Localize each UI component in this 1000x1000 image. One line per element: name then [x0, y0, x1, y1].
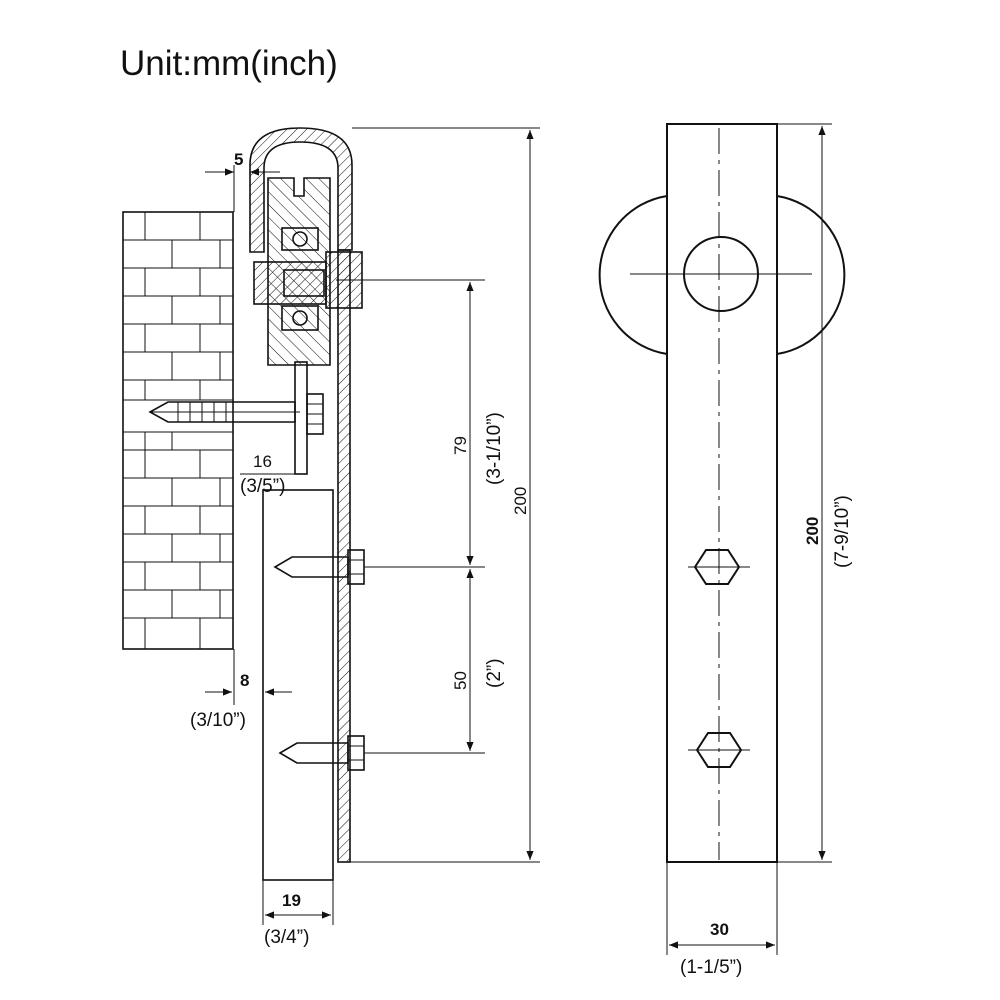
door-bolt-lower	[278, 735, 365, 771]
dim-gap-bottom-label: 8	[240, 671, 249, 690]
dim-strap-inch-label: (3/4”)	[264, 927, 309, 948]
spacer	[294, 361, 308, 475]
brick-wall	[122, 211, 234, 650]
dim-front-width: 30 (1-1/5”)	[666, 862, 778, 978]
dim-spacer-label: 16	[253, 452, 272, 471]
dim-strap: 19 (3/4”)	[262, 880, 334, 948]
dim-spacer-inch-label: (3/5”)	[240, 476, 285, 497]
dim-bolt-spacing: 50 (2”)	[364, 569, 505, 754]
side-view: 5 16 (3/5”) 8 (3/10”) 19 (3/4”)	[122, 127, 540, 948]
dim-bolt-spacing-inch-label: (2”)	[484, 658, 505, 688]
hanger-strap	[337, 249, 351, 863]
door-panel	[262, 489, 334, 881]
dim-front-width-label: 30	[710, 920, 729, 939]
dim-axle-to-bolt-inch-label: (3-1/10”)	[484, 412, 505, 485]
lag-bolt	[148, 401, 300, 423]
spacer-nut	[306, 393, 324, 435]
dim-front-height-inch-label: (7-9/10”)	[832, 495, 853, 568]
dim-side-height: 200	[350, 127, 540, 863]
dim-front-height-label: 200	[803, 517, 822, 545]
dim-front-width-inch-label: (1-1/5”)	[680, 957, 742, 978]
hanger-strap-front	[666, 123, 778, 863]
dim-spacer: 16 (3/5”)	[240, 452, 300, 497]
dim-strap-label: 19	[282, 891, 301, 910]
dim-axle-to-bolt-label: 79	[451, 436, 470, 455]
bearing-upper	[281, 227, 319, 251]
dim-front-height: 200 (7-9/10”)	[777, 123, 853, 863]
dim-side-height-label: 200	[511, 487, 530, 515]
front-view: 200 (7-9/10”) 30 (1-1/5”)	[598, 123, 853, 978]
wheel-right-arc	[776, 195, 846, 355]
dim-bolt-spacing-label: 50	[451, 671, 470, 690]
dim-gap-bottom: 8 (3/10”)	[190, 649, 292, 731]
dim-gap-bottom-inch-label: (3/10”)	[190, 710, 246, 731]
wheel-left-arc	[598, 195, 668, 355]
dim-gap-top-label: 5	[234, 150, 243, 169]
dim-gap-top: 5	[205, 150, 280, 212]
bearing-lower	[281, 305, 319, 331]
page-title: Unit:mm(inch)	[120, 44, 338, 83]
dim-axle-to-bolt: 79 (3-1/10”)	[362, 279, 505, 568]
